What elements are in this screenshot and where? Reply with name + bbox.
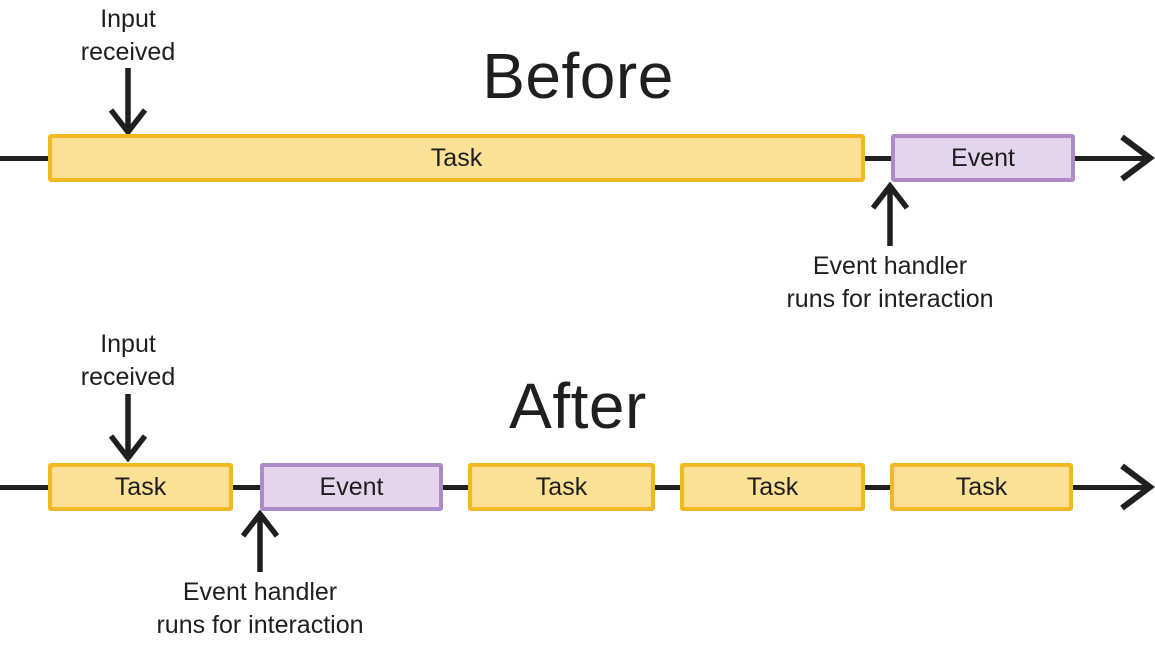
before-timeline-line-end	[1075, 156, 1150, 161]
before-input-received-label: Input received	[80, 5, 176, 66]
before-event-box: Event	[891, 134, 1075, 182]
after-title: After	[509, 370, 647, 442]
task-label: Task	[955, 472, 1008, 501]
after-event-box: Event	[260, 463, 443, 511]
before-title: Before	[482, 40, 674, 112]
after-task-box-4: Task	[890, 463, 1073, 511]
before-task-box: Task	[48, 134, 865, 182]
after-timeline-line-end	[1073, 485, 1150, 490]
after-timeline-line-gap-4	[865, 485, 890, 490]
task-label: Task	[430, 143, 483, 172]
after-input-received-label: Input received	[80, 330, 176, 391]
after-timeline-line-gap-3	[655, 485, 680, 490]
after-timeline-line-start	[0, 485, 48, 490]
before-timeline-right-arrow-icon	[1116, 133, 1155, 183]
after-event-handler-label: Event handler runs for interaction	[156, 578, 364, 639]
after-timeline-right-arrow-icon	[1116, 462, 1155, 512]
event-label: Event	[951, 143, 1015, 172]
after-task-box-3: Task	[680, 463, 865, 511]
after-timeline-line-gap-2	[443, 485, 468, 490]
before-timeline-line-start	[0, 156, 48, 161]
task-label: Task	[535, 472, 588, 501]
after-task-box-2: Task	[468, 463, 655, 511]
after-task-box-1: Task	[48, 463, 233, 511]
before-handler-up-arrow-icon	[868, 182, 912, 248]
after-handler-up-arrow-icon	[238, 510, 282, 574]
after-timeline-line-gap-1	[233, 485, 260, 490]
before-timeline-line-gap	[865, 156, 891, 161]
event-label: Event	[319, 472, 384, 501]
task-label: Task	[746, 472, 799, 501]
before-event-handler-label: Event handler runs for interaction	[786, 252, 994, 313]
before-input-down-arrow-icon	[106, 68, 150, 136]
task-label: Task	[114, 472, 167, 501]
after-input-down-arrow-icon	[106, 394, 150, 462]
